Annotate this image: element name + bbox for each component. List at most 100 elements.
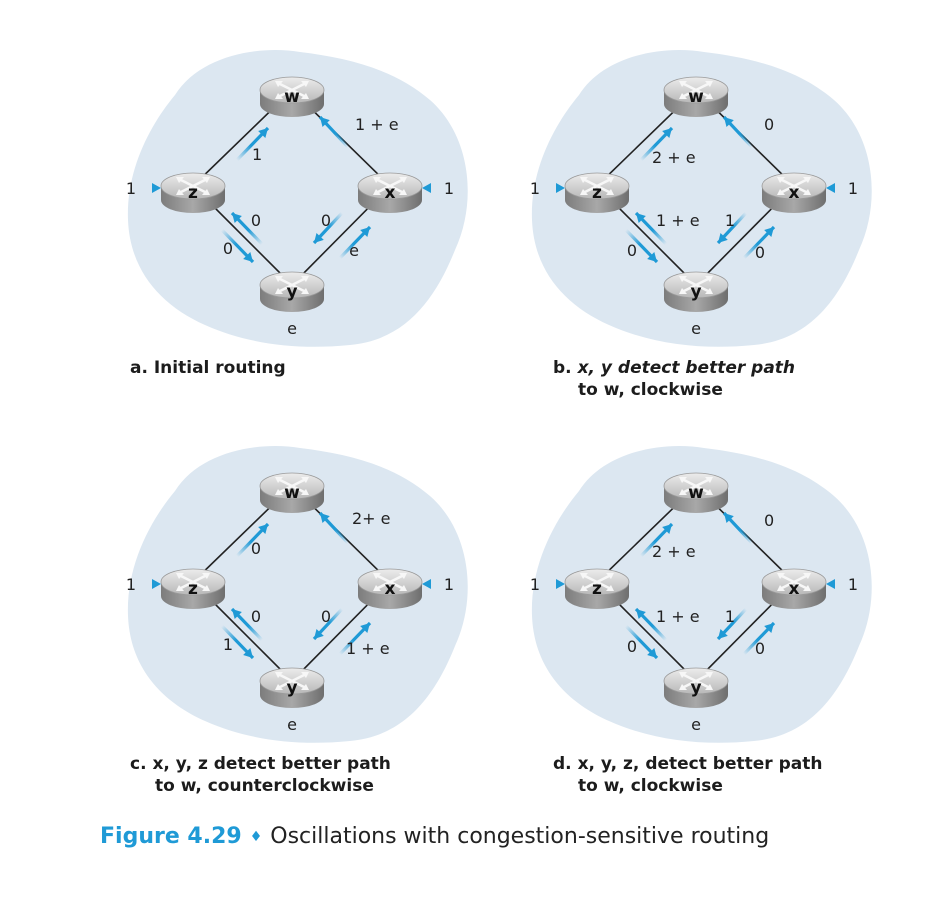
panel-d: w z x y 0 2 + e 1 0 0 1 + e 1 1 e [530,445,872,743]
input-arrow-icon [140,579,161,589]
input-arrow-icon [826,579,845,589]
cost-label-yz: 1 + e [656,607,700,626]
cost-arrow-icon [338,225,372,260]
router-icon: x [357,172,423,213]
cost-label-z: 2 + e [652,542,696,561]
router-label: w [284,87,300,107]
cost-arrow-icon [716,211,748,245]
cost-arrow-icon [220,228,255,264]
cost-label-zy: 0 [627,241,637,260]
caption-line1: Initial routing [153,358,286,378]
router-label: x [385,183,396,203]
caption-letter: c. [130,754,147,774]
router-icon: y [663,667,729,708]
cost-label-zy: 0 [627,637,637,656]
cost-label-yz: 0 [251,211,261,230]
router-icon: z [564,568,630,609]
cost-arrow-icon [722,115,754,149]
caption-letter: b. [553,358,572,378]
router-label: x [789,579,800,599]
router-label: y [690,282,701,302]
cost-label-z: 2 + e [652,148,696,167]
caption-a: a. Initial routing [130,357,286,379]
router-label: z [592,579,602,599]
caption-line2: to w, counterclockwise [155,776,374,796]
cost-label-yx: e [349,241,359,260]
router-label: w [688,483,704,503]
router-label: y [286,282,297,302]
input-label-x: 1 [444,179,454,198]
cost-arrow-icon [312,607,344,641]
network-cloud [531,49,872,347]
router-label: w [284,483,300,503]
cost-arrow-icon [624,624,659,660]
input-arrow-icon [544,579,565,589]
cost-label-xy: 1 [725,607,735,626]
router-label: y [690,678,701,698]
input-label-y: e [691,319,701,338]
caption-line1: x, y, z detect better path [152,754,391,774]
cost-label-yx: 0 [755,243,765,262]
cost-arrow-icon [230,607,264,642]
cost-label-yx: 0 [755,639,765,658]
cost-label-z: 0 [251,539,261,558]
cost-label-yx: 1 + e [346,639,390,658]
input-label-x: 1 [444,575,454,594]
caption-line1: x, y, z, detect better path [577,754,823,774]
cost-label-w: 1 + e [355,115,399,134]
cost-arrow-icon [318,115,350,149]
cost-arrow-icon [742,621,776,656]
input-arrow-icon [422,183,441,193]
router-icon: z [160,172,226,213]
cost-arrow-icon [624,228,659,264]
cost-arrow-icon [230,211,264,246]
router-label: x [789,183,800,203]
router-icon: x [761,568,827,609]
input-arrow-icon [826,183,845,193]
cost-label-xy: 0 [321,211,331,230]
router-label: y [286,678,297,698]
figure-number: Figure 4.29 [100,824,242,849]
input-label-x: 1 [848,575,858,594]
router-icon: w [259,76,325,117]
router-label: x [385,579,396,599]
figure-title: Oscillations with congestion-sensitive r… [270,824,770,849]
router-label: z [188,579,198,599]
input-label-z: 1 [530,575,540,594]
cost-arrow-icon [742,225,776,260]
cost-label-z: 1 [252,145,262,164]
cost-label-w: 2+ e [352,509,391,528]
cost-label-zy: 0 [223,239,233,258]
cost-arrow-icon [639,522,674,558]
figure-caption: Figure 4.29 ♦ Oscillations with congestion… [100,824,769,849]
router-label: w [688,87,704,107]
router-icon: z [160,568,226,609]
cost-arrow-icon [235,126,270,162]
router-icon: w [663,472,729,513]
caption-letter: a. [130,358,148,378]
router-icon: y [663,271,729,312]
diamond-icon: ♦ [249,829,263,845]
input-label-x: 1 [848,179,858,198]
cost-label-w: 0 [764,511,774,530]
cost-arrow-icon [639,126,674,162]
input-arrow-icon [422,579,441,589]
input-label-y: e [691,715,701,734]
network-cloud [531,445,872,743]
caption-d: d. x, y, z, detect better path to w, clo… [553,753,822,797]
router-icon: y [259,667,325,708]
cost-arrow-icon [318,511,350,545]
caption-line2: to w, clockwise [578,380,723,400]
caption-c: c. x, y, z detect better path to w, coun… [130,753,391,797]
cost-label-w: 0 [764,115,774,134]
cost-arrow-icon [235,522,270,558]
router-label: z [188,183,198,203]
input-arrow-icon [544,183,565,193]
caption-line1: x, y detect better path [577,358,796,378]
input-label-z: 1 [126,575,136,594]
router-icon: z [564,172,630,213]
cost-label-xy: 1 [725,211,735,230]
cost-arrow-icon [338,621,372,656]
input-label-z: 1 [126,179,136,198]
